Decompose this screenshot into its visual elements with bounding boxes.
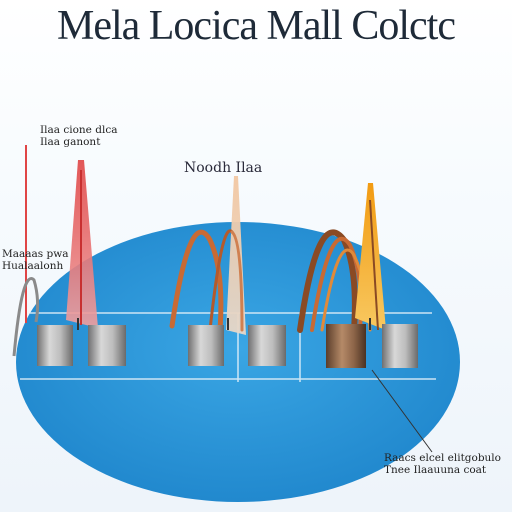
block-row: [37, 324, 418, 368]
copper-arches: [169, 229, 372, 333]
diagram-title: Mela Locica Mall Colctc: [56, 3, 456, 49]
label-mid-left: Maaaas pwa Hualaalonh: [2, 248, 69, 272]
red-spike-left: [25, 145, 98, 328]
leader-line: [371, 369, 433, 453]
label-top-left: Ilaa cione dlca Ilaa ganont: [40, 124, 118, 148]
left-small-arch: [12, 277, 40, 357]
connector-pins: [77, 318, 371, 330]
label-bottom-right: Raacs elcel elitgobulo Tnee Ilaauuna coa…: [384, 452, 501, 476]
orange-spike: [355, 183, 386, 330]
label-top-center: Noodh Ilaa: [184, 160, 263, 176]
